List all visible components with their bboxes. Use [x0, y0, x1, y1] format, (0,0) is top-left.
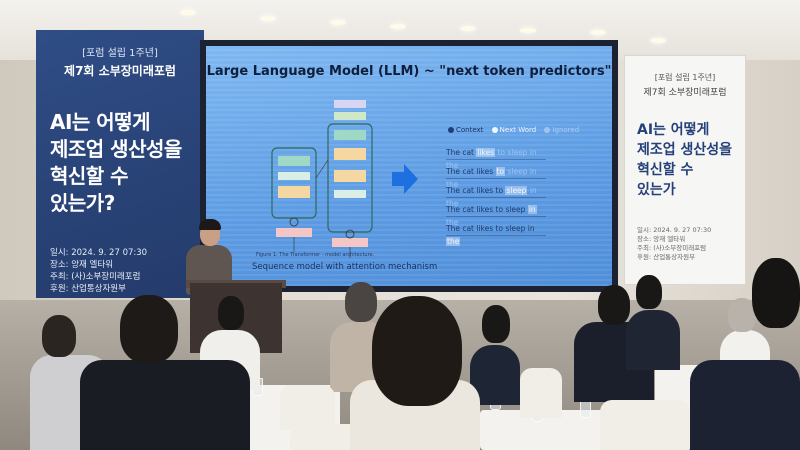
- audience-head: [482, 305, 510, 343]
- decoder-masked-attention-layer: [334, 170, 366, 182]
- chair: [600, 400, 690, 450]
- legend-ignored: Ignored: [552, 126, 580, 134]
- positional-encoding-icon: [345, 229, 355, 239]
- audience-member: [626, 310, 680, 370]
- banner-info: 일시: 2024. 9. 27 07:30 장소: 앙재 엘타워 주최: (사)…: [637, 226, 745, 262]
- speaker-hair: [199, 219, 221, 230]
- event-banner-right: [포럼 설립 1주년] 제7회 소부장미래포럼 AI는 어떻게 제조업 생산성을…: [624, 55, 746, 285]
- context-tokens: The cat likes to sleep: [446, 205, 526, 214]
- projected-slide: Large Language Model (LLM) ~ "next token…: [206, 46, 612, 286]
- example-sentence: The cat likes to sleep in the: [446, 222, 546, 246]
- example-sentence: The cat likes to sleep in the: [446, 203, 546, 227]
- decoder-ffn-layer: [334, 130, 366, 140]
- example-sentence: The cat likes to sleep in the: [446, 184, 546, 208]
- chair: [280, 385, 335, 430]
- audience-member: [80, 360, 250, 450]
- banner-date: 일시: 2024. 9. 27 07:30: [50, 248, 148, 258]
- ceiling-light: [330, 20, 346, 25]
- ignored-tokens: the: [446, 218, 459, 227]
- ceiling-light: [590, 30, 606, 35]
- audience-head: [728, 298, 756, 332]
- example-sentence: The cat likes to sleep in the: [446, 165, 546, 189]
- banner-tag: [포럼 설립 1주년]: [82, 48, 158, 59]
- next-token: likes: [476, 148, 496, 157]
- slide-subcaption: Sequence model with attention mechanism: [252, 262, 438, 272]
- audience-head: [345, 282, 377, 322]
- ceiling-light: [260, 16, 276, 21]
- next-token: in: [527, 205, 537, 214]
- input-embedding-box: [276, 228, 312, 237]
- ceiling-light: [180, 10, 196, 15]
- banner-forum-name: 제7회 소부장미래포럼: [643, 88, 727, 98]
- audience-member: [690, 360, 800, 450]
- decoder-norm-layer: [334, 190, 366, 198]
- ignored-tokens: in the: [446, 186, 537, 208]
- ceiling-light: [390, 24, 406, 29]
- banner-title: AI는 어떻게 제조업 생산성을 혁신할 수 있는가: [637, 122, 733, 198]
- banner-sponsor: 후원: 산업통상자원부: [637, 253, 696, 261]
- banner-host: 주최: (사)소부장미래포럼: [637, 244, 707, 252]
- audience-head: [752, 258, 800, 328]
- banner-title: AI는 어떻게 제조업 생산성을 혁신할 수 있는가?: [50, 110, 182, 215]
- event-banner-left: [포럼 설립 1주년] 제7회 소부장미래포럼 AI는 어떻게 제조업 생산성을…: [36, 30, 204, 298]
- banner-place: 장소: 앙재 엘타워: [50, 260, 114, 270]
- decoder-cross-attention-layer: [334, 148, 366, 160]
- linear-layer: [334, 100, 366, 108]
- slide-title: Large Language Model (LLM) ~ "next token…: [206, 64, 612, 79]
- encoder-norm-layer: [278, 172, 310, 180]
- next-word-legend-dot: [491, 127, 498, 133]
- token-legend: Context Next Word Ignored: [442, 126, 579, 134]
- example-sentence: The cat likes to sleep in the: [446, 146, 546, 170]
- encoder-attention-layer: [278, 186, 310, 198]
- banner-host: 주최: (사)소부장미래포럼: [50, 272, 141, 282]
- chair: [520, 368, 562, 418]
- ceiling-light: [650, 38, 666, 43]
- ignored-tokens: sleep in the: [446, 167, 537, 189]
- encoder-ffn-layer: [278, 156, 310, 166]
- decoder-block: [327, 123, 373, 233]
- banner-info: 일시: 2024. 9. 27 07:30 장소: 앙재 엘타워 주최: (사)…: [50, 247, 204, 295]
- encoder-decoder-connector: [315, 159, 329, 179]
- positional-encoding-icon: [289, 217, 299, 227]
- banner-forum-name: 제7회 소부장미래포럼: [64, 64, 176, 78]
- output-embedding-box: [332, 238, 368, 247]
- ceiling-light: [520, 28, 536, 33]
- next-token: sleep: [505, 186, 528, 195]
- context-tokens: The cat likes to sleep in: [446, 224, 535, 233]
- audience-head: [42, 315, 76, 357]
- context-tokens: The cat likes: [446, 167, 494, 176]
- audience-head: [372, 296, 462, 406]
- context-tokens: The cat likes to: [446, 186, 504, 195]
- ignored-legend-dot: [544, 127, 551, 133]
- audience-head: [218, 296, 244, 330]
- banner-tag: [포럼 설립 1주년]: [654, 73, 716, 82]
- ignored-tokens: to sleep in the: [446, 148, 537, 170]
- audience-head: [120, 295, 178, 363]
- audience-head: [598, 285, 630, 325]
- legend-next-word: Next Word: [499, 126, 537, 134]
- right-arrow-icon: [392, 164, 418, 194]
- next-token: to: [495, 167, 506, 176]
- next-token: the: [446, 237, 461, 246]
- banner-place: 장소: 앙재 엘타워: [637, 235, 686, 243]
- softmax-layer: [334, 112, 366, 120]
- projection-scanlines: [206, 46, 612, 286]
- audience-head: [636, 275, 662, 309]
- context-legend-dot: [448, 127, 454, 133]
- transformer-architecture-diagram: [271, 100, 373, 258]
- ceiling-light: [460, 26, 476, 31]
- banner-date: 일시: 2024. 9. 27 07:30: [637, 226, 712, 234]
- water-glass: [580, 400, 591, 418]
- figure-caption: Figure 1: The Transformer - model archit…: [256, 252, 375, 258]
- context-tokens: The cat: [446, 148, 474, 157]
- banner-sponsor: 후원: 산업통상자원부: [50, 284, 126, 294]
- legend-context: Context: [456, 126, 484, 134]
